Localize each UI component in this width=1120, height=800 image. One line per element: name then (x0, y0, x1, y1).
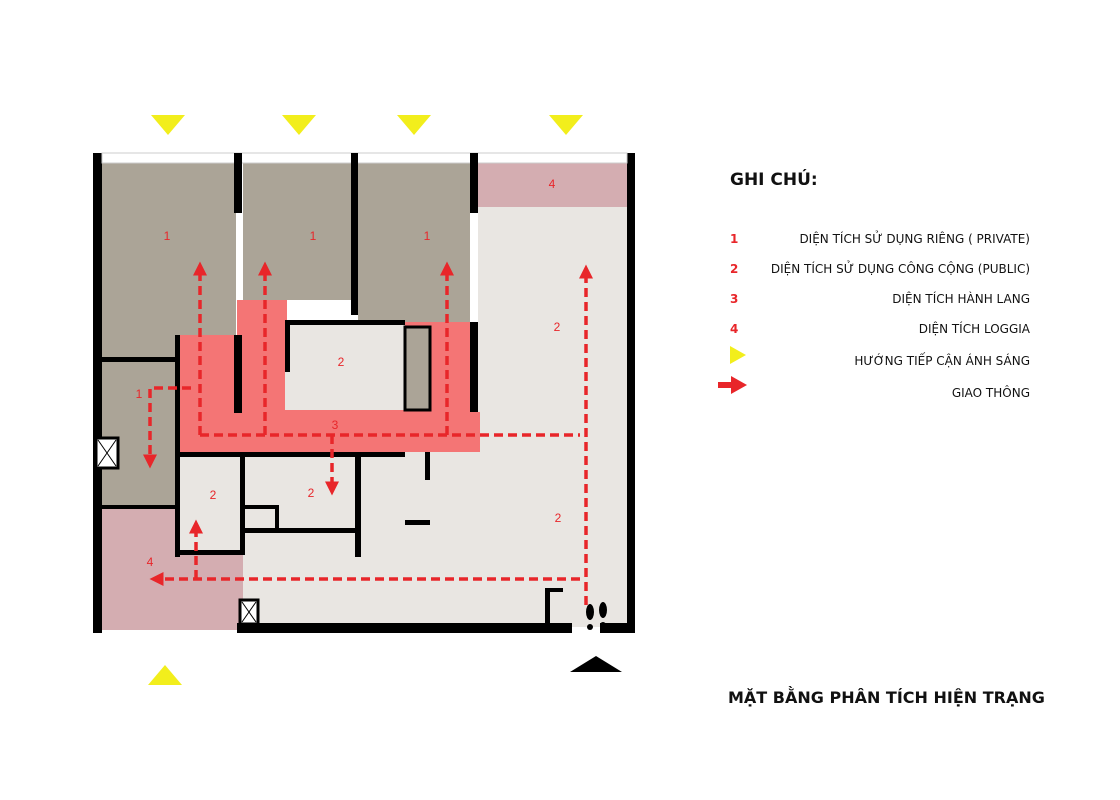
private-room-c (358, 163, 470, 322)
label-private: 1 (164, 229, 171, 243)
legend-text: GIAO THÔNG (951, 386, 1030, 400)
walls (93, 152, 635, 633)
legend-key: 2 (730, 262, 739, 276)
label-private: 1 (310, 229, 317, 243)
shaft-icon (238, 598, 260, 626)
stair-icon (94, 436, 120, 470)
legend-item-loggia: 4 DIỆN TÍCH LOGGIA (720, 322, 1030, 342)
legend-key: 4 (730, 322, 739, 336)
light-triangle-icon (148, 665, 182, 685)
label-public: 2 (554, 320, 561, 334)
light-triangle-icon (397, 115, 431, 135)
legend-item-private: 1 DIỆN TÍCH SỬ DỤNG RIÊNG ( PRIVATE) (720, 232, 1030, 252)
legend-key: 1 (730, 232, 739, 246)
public-room-central (285, 322, 405, 410)
legend-text: DIỆN TÍCH SỬ DỤNG RIÊNG ( PRIVATE) (799, 232, 1030, 246)
legend-key: 3 (730, 292, 739, 306)
label-corridor: 3 (332, 418, 339, 432)
legend-item-corridor: 3 DIỆN TÍCH HÀNH LANG (720, 292, 1030, 312)
label-private: 1 (136, 387, 143, 401)
label-loggia: 4 (549, 177, 556, 191)
label-public: 2 (308, 486, 315, 500)
legend-item-public: 2 DIỆN TÍCH SỬ DỤNG CÔNG CỘNG (PUBLIC) (720, 262, 1030, 282)
light-triangle-icon (282, 115, 316, 135)
label-loggia: 4 (147, 555, 154, 569)
loggia-top (478, 163, 627, 207)
private-room-b (243, 163, 352, 300)
legend-text: DIỆN TÍCH SỬ DỤNG CÔNG CỘNG (PUBLIC) (770, 262, 1030, 276)
legend-title: GHI CHÚ: (730, 170, 818, 190)
label-private: 1 (424, 229, 431, 243)
legend-item-traffic: GIAO THÔNG (720, 386, 1030, 406)
footprints-icon (586, 602, 607, 630)
storage (403, 325, 432, 412)
public-room-small (177, 457, 240, 552)
public-area-main (478, 207, 627, 627)
private-room-left (102, 362, 177, 508)
label-public: 2 (210, 488, 217, 502)
legend-yellow-triangle-icon (730, 346, 746, 364)
legend-text: DIỆN TÍCH HÀNH LANG (892, 292, 1030, 306)
legend-text: HƯỚNG TIẾP CẬN ÁNH SÁNG (854, 354, 1030, 368)
circulation-arrows (143, 261, 593, 605)
label-public: 2 (338, 355, 345, 369)
light-direction-icons (148, 115, 746, 685)
light-triangle-icon (151, 115, 185, 135)
public-room-mid (243, 457, 355, 530)
label-public: 2 (555, 511, 562, 525)
plan-title: MẶT BẰNG PHÂN TÍCH HIỆN TRẠNG (728, 688, 1045, 707)
legend-item-light: HƯỚNG TIẾP CẬN ÁNH SÁNG (720, 354, 1030, 374)
light-triangle-icon (549, 115, 583, 135)
entrance-triangle-icon (570, 656, 622, 672)
legend-text: DIỆN TÍCH LOGGIA (918, 322, 1030, 336)
private-room-a (102, 163, 236, 358)
arrow-down-left (143, 386, 191, 469)
legend-red-arrow-icon (718, 376, 747, 394)
